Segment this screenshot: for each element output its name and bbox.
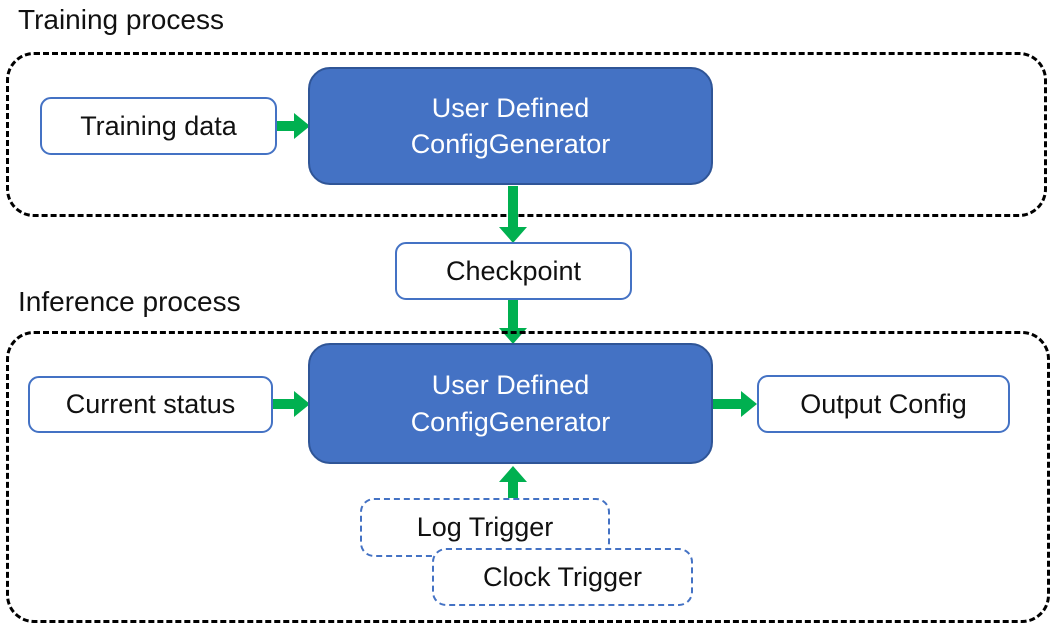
inference-process-title: Inference process — [18, 286, 241, 317]
clock-trigger-label: Clock Trigger — [482, 561, 643, 592]
arrow-shaft — [277, 121, 294, 131]
arrow-shaft — [508, 482, 518, 498]
arrow-shaft — [508, 300, 518, 328]
arrow-head — [294, 391, 310, 417]
arrow-generator-to-output-config — [713, 391, 757, 417]
training-data-box: Training data — [40, 97, 277, 155]
clock-trigger-box: Clock Trigger — [432, 548, 693, 606]
checkpoint-label: Checkpoint — [445, 255, 582, 286]
current-status-label: Current status — [65, 389, 236, 419]
arrow-current-status-to-generator — [273, 391, 310, 417]
inference-generator-line1: User Defined — [431, 370, 590, 401]
arrow-head — [499, 227, 527, 243]
training-data-label: Training data — [80, 110, 237, 141]
output-config-box: Output Config — [757, 375, 1010, 433]
inference-generator-line2: ConfigGenerator — [410, 406, 611, 437]
inference-process-container — [6, 331, 1050, 623]
arrow-shaft — [273, 399, 294, 409]
arrow-head — [499, 466, 527, 482]
arrow-shaft — [713, 399, 741, 409]
output-config-label: Output Config — [800, 388, 967, 419]
inference-config-generator-box: User Defined ConfigGenerator — [308, 343, 713, 464]
log-trigger-box: Log Trigger — [360, 498, 610, 557]
training-generator-line1: User Defined — [431, 92, 590, 123]
arrow-head — [741, 391, 757, 417]
log-trigger-label: Log Trigger — [416, 512, 554, 542]
arrow-triggers-to-generator — [499, 466, 527, 498]
training-config-generator-box: User Defined ConfigGenerator — [308, 67, 713, 185]
arrow-training-data-to-generator — [277, 113, 310, 139]
arrow-generator-to-checkpoint — [499, 186, 527, 243]
arrow-head — [294, 113, 310, 139]
arrow-shaft — [508, 186, 518, 227]
current-status-box: Current status — [28, 376, 273, 433]
checkpoint-box: Checkpoint — [395, 242, 632, 300]
training-generator-line2: ConfigGenerator — [410, 129, 611, 159]
training-process-container — [6, 52, 1047, 217]
training-process-title: Training process — [18, 4, 224, 35]
